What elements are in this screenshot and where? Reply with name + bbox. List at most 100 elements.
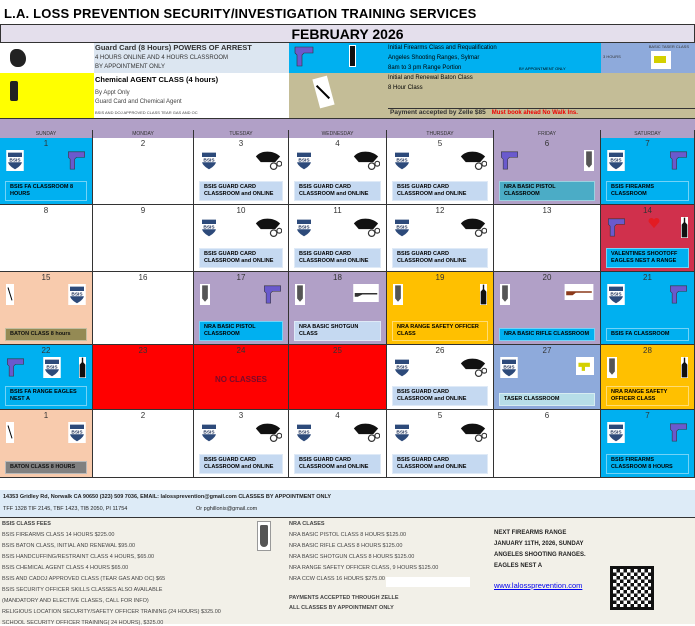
class-label: BSIS GUARD CARD CLASSROOM and ONLINE — [199, 248, 283, 268]
calendar-day[interactable]: 8 — [0, 205, 93, 272]
day-number: 4 — [335, 411, 340, 420]
calendar-day[interactable]: 13 — [494, 205, 601, 272]
nra-icon — [584, 150, 594, 171]
taser-title: BASIC TASER CLASS — [648, 44, 689, 49]
bsis-icon: BSIS — [607, 150, 625, 171]
svg-text:BSIS: BSIS — [396, 224, 408, 230]
contact-bar: 14353 Gridley Rd, Norwalk CA 90650 (323)… — [0, 490, 695, 518]
nra-item: NRA RANGE SAFETY OFFICER CLASS, 9 HOURS … — [289, 565, 439, 571]
bsis-icon: BSIS — [500, 357, 518, 378]
nra-item: NRA BASIC SHOTGUN CLASS 8 HOURS $125.00 — [289, 554, 415, 560]
no-classes-label: NO CLASSES — [214, 375, 267, 384]
nra-item: NRA BASIC RIFLE CLASS 8 HOURS $125.00 — [289, 543, 403, 549]
class-icons: BSIS — [295, 150, 380, 171]
svg-text:BSIS: BSIS — [71, 291, 83, 297]
class-icons: BSIS — [295, 217, 380, 238]
nra-fees-heading: NRA CLASES — [289, 521, 325, 527]
day-header-tuesday: TUESDAY — [194, 130, 289, 139]
class-label: NRA BASIC PISTOL CLASSROOM — [199, 321, 283, 341]
svg-text:BSIS: BSIS — [396, 157, 408, 163]
contact-address: 14353 Gridley Rd, Norwalk CA 90650 (323)… — [3, 494, 332, 500]
pepper-spray-icon — [10, 81, 18, 101]
day-number: 4 — [335, 139, 340, 148]
bsis-icon: BSIS — [607, 422, 625, 443]
svg-text:BSIS: BSIS — [503, 364, 515, 370]
class-label: BSIS GUARD CARD CLASSROOM and ONLINE — [392, 181, 488, 201]
svg-text:BSIS: BSIS — [298, 224, 310, 230]
day-number: 5 — [437, 411, 443, 420]
class-label: BSIS GUARD CARD CLASSROOM and ONLINE — [199, 454, 283, 474]
day-number: 5 — [437, 139, 443, 148]
class-icons: BSIS — [200, 217, 282, 238]
svg-text:BSIS: BSIS — [203, 224, 215, 230]
range-item: JANUARY 11TH, 2026, SUNDAY — [494, 541, 584, 547]
baton-icon — [312, 75, 335, 109]
nra-icon — [295, 284, 305, 305]
website-link[interactable]: www.lalossprevention.com — [494, 581, 583, 590]
guard-card-title: Guard Card (8 Hours) POWERS OF ARREST — [95, 43, 252, 52]
bsis-icon: BSIS — [200, 217, 218, 238]
calendar-day[interactable]: 23 — [93, 345, 194, 410]
chemical-agent-line: BSIS AND DOJ APPROVED CLASS TEAR GAS AND… — [95, 110, 198, 115]
calendar-day[interactable]: 6 — [494, 410, 601, 478]
day-number: 2 — [140, 139, 146, 148]
calendar-day[interactable]: 9 — [93, 205, 194, 272]
day-header-friday: FRIDAY — [494, 130, 601, 139]
day-number: 16 — [138, 273, 148, 282]
calendar-day[interactable]: 2 — [93, 138, 194, 205]
bsis-item: BSIS CHEMICAL AGENT CLASS 4 HOURS $65.00 — [2, 565, 129, 571]
day-number: 2 — [140, 411, 146, 420]
bsis-icon: BSIS — [6, 150, 24, 171]
calendar-day[interactable]: 25 — [289, 345, 387, 410]
day-number: 21 — [643, 273, 652, 282]
day-number: 1 — [43, 411, 49, 420]
calendar-day[interactable]: 16 — [93, 272, 194, 345]
day-number: 19 — [435, 273, 445, 282]
nra-icon — [500, 284, 510, 305]
license-numbers: TFF 1328 TIF 2145, TBF 1423, TIB 2050, P… — [3, 506, 128, 512]
class-icons — [200, 284, 282, 305]
hat-icon — [459, 217, 487, 238]
bsis-icon: BSIS — [200, 150, 218, 171]
day-header-monday: MONDAY — [93, 130, 194, 139]
class-icons: BSIS — [607, 150, 688, 171]
class-label: NRA RANGE SAFETY OFFICER CLASS — [392, 321, 488, 341]
firearms-appointment: BY APPOINTMENT ONLY — [519, 66, 566, 71]
class-label: BSIS GUARD CARD CLASSROOM and ONLINE — [392, 386, 488, 406]
range-item: ANGELES SHOOTING RANGES. — [494, 552, 586, 558]
hat-icon — [459, 150, 487, 171]
pistol-icon — [669, 150, 688, 170]
calendar-day[interactable]: 2 — [93, 410, 194, 478]
class-icons — [500, 150, 594, 171]
svg-text:BSIS: BSIS — [396, 364, 408, 370]
baton-line: 8 Hour Class — [388, 85, 423, 91]
class-label: BSIS GUARD CARD CLASSROOM and ONLINE — [294, 454, 381, 474]
class-icons: BSIS — [295, 422, 380, 443]
